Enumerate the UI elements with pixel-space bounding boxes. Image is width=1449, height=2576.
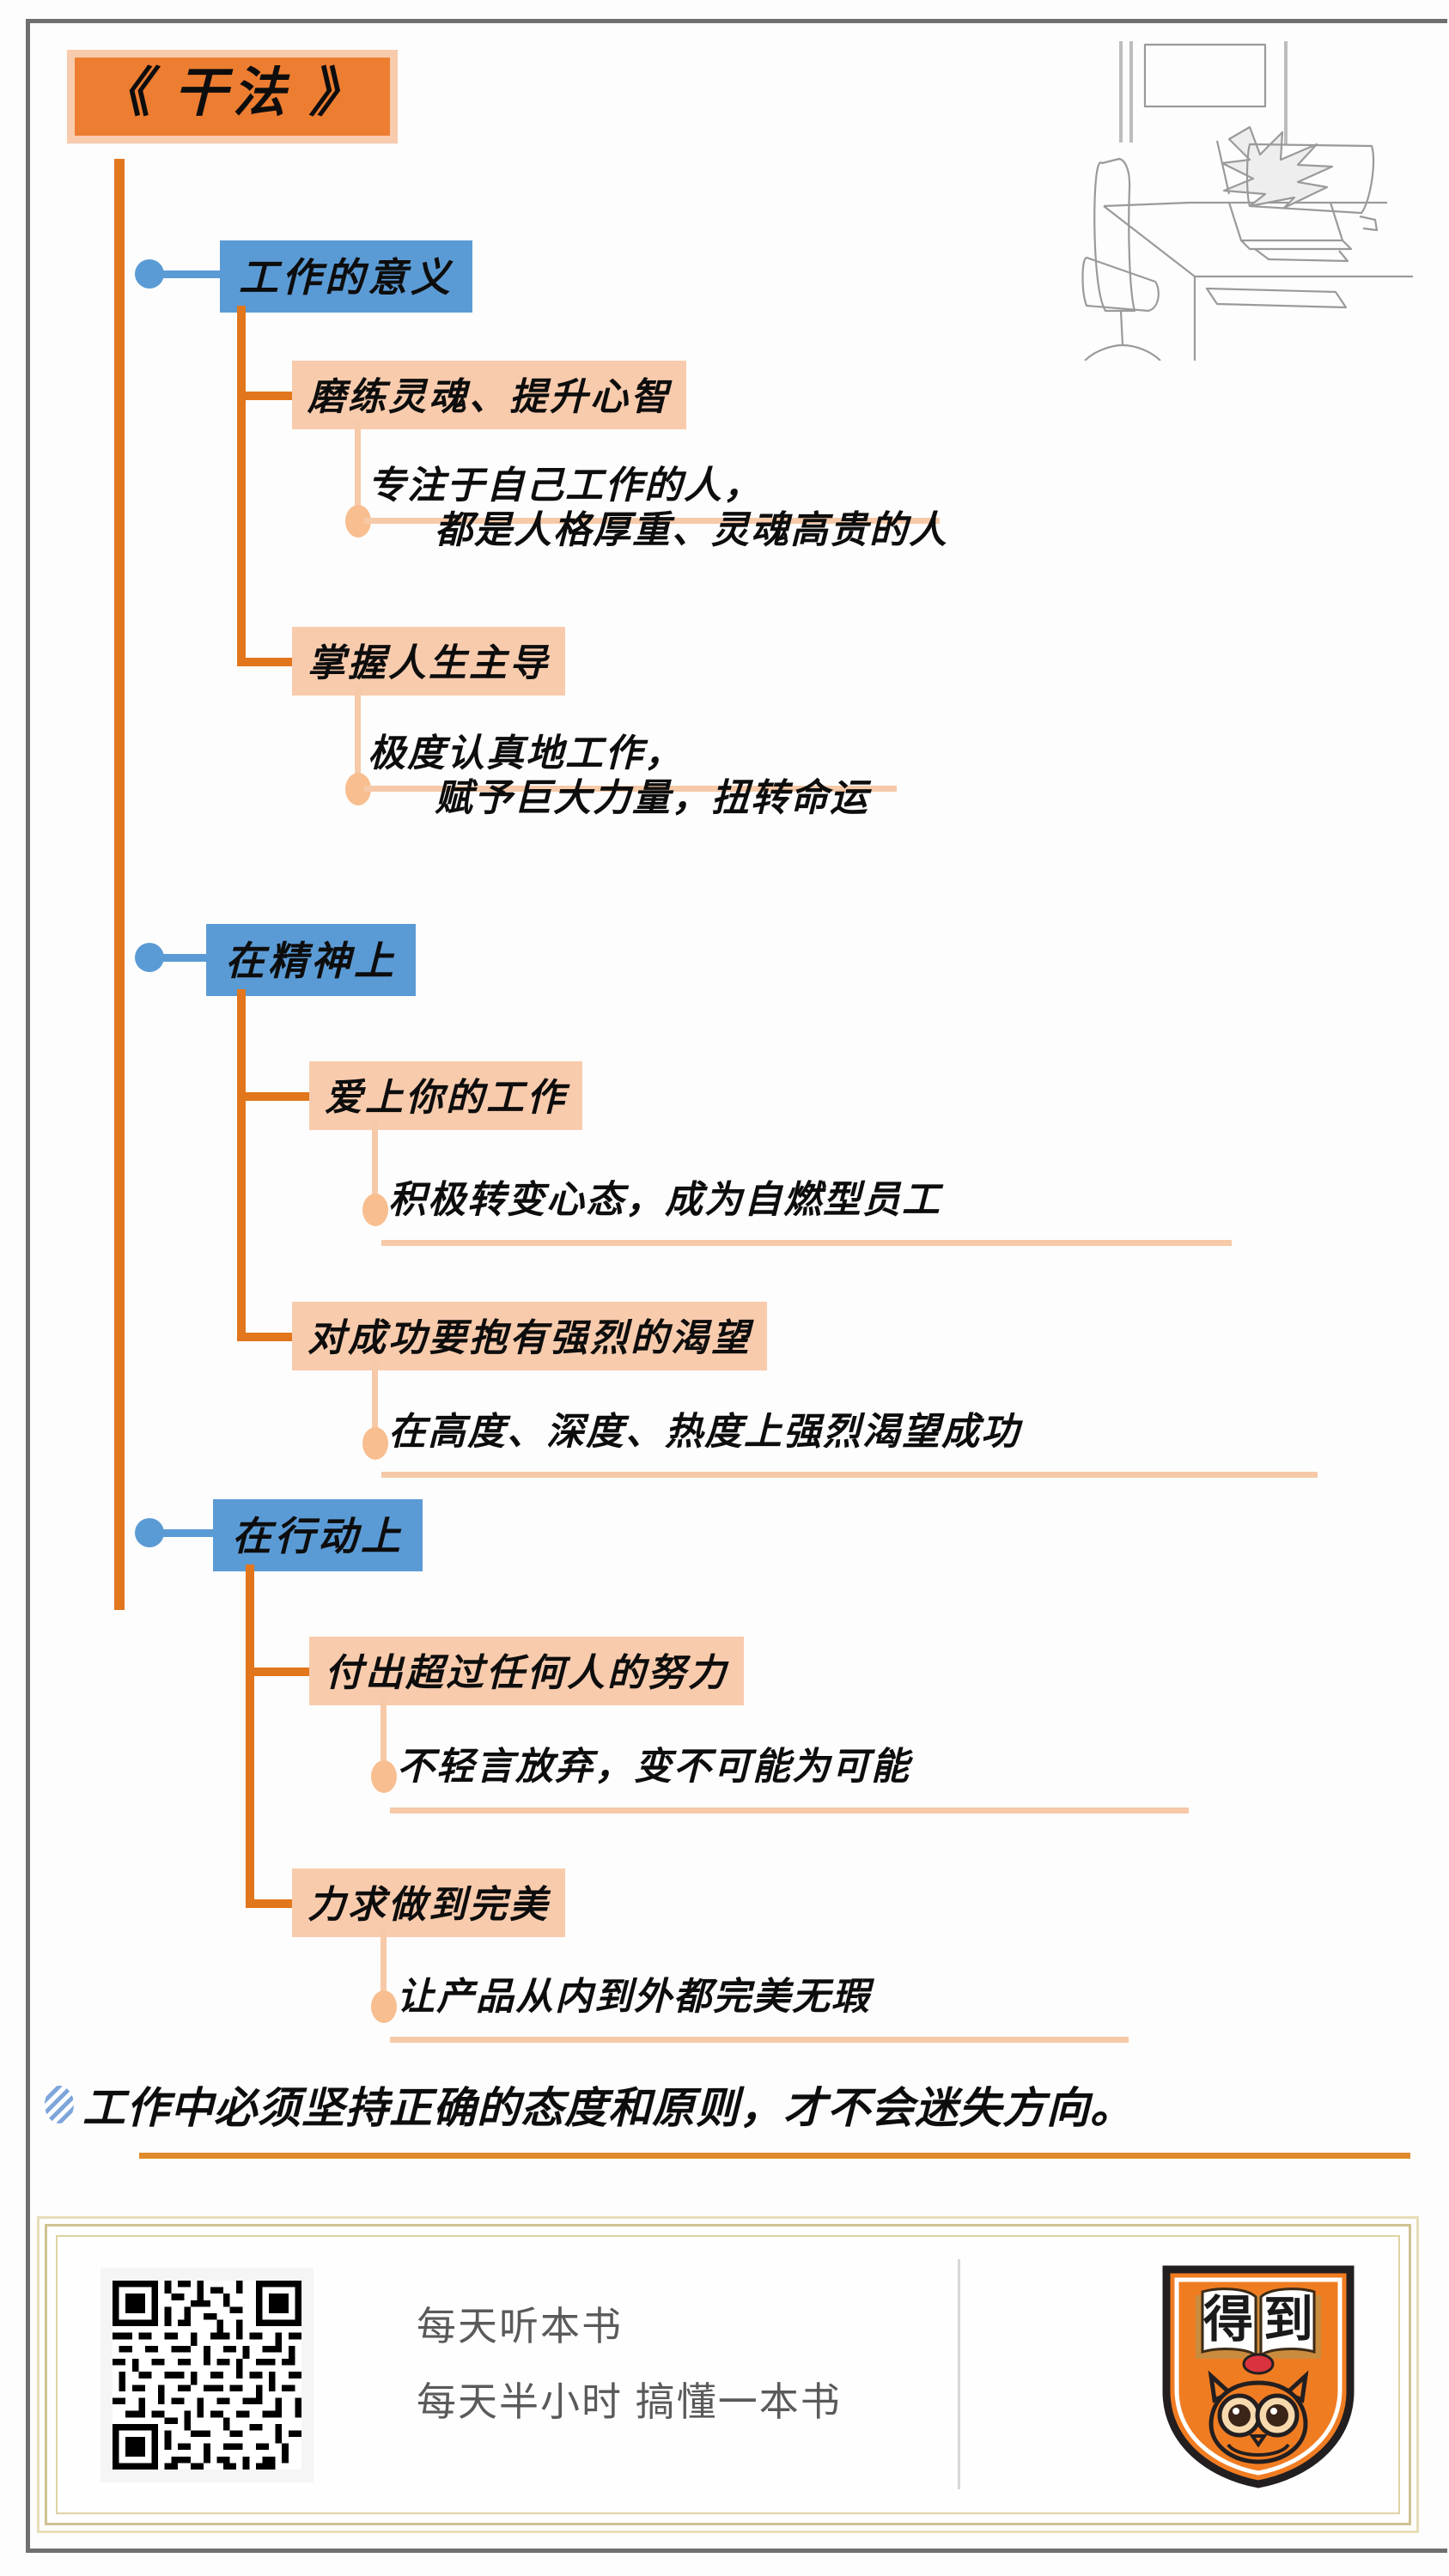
branch-stem-3 [160, 1529, 216, 1537]
detail-rule-b2-c2 [381, 1472, 1318, 1478]
detail-dot-b2-c2 [362, 1427, 388, 1460]
connector-b1-c2-h [237, 658, 297, 666]
branch-stem-2 [160, 954, 211, 962]
detail-rule-b3-c1 [390, 1807, 1189, 1814]
branch-node-1[interactable]: 工作的意义 [220, 240, 472, 313]
detail-b3-c1: 不轻言放弃，变不可能为可能 [397, 1745, 910, 1789]
subnode-b1-c1[interactable]: 磨练灵魂、提升心智 [292, 361, 686, 429]
connector-b3-c1-h [246, 1668, 314, 1676]
detail-line-2: 都是人格厚重、灵魂高贵的人 [435, 508, 948, 551]
dedao-brand-logo: 得 到 [1151, 2263, 1366, 2490]
connector-b1-c2-v [237, 392, 246, 666]
root-node[interactable]: 《 干法 》 [67, 50, 399, 144]
footer-card: 每天听本书 每天半小时 搞懂一本书 得 到 [37, 2216, 1419, 2533]
frame-border-top [26, 19, 1447, 23]
detail-rule-b1-c2 [364, 786, 897, 792]
subnode-label-b1-c1: 磨练灵魂、提升心智 [307, 376, 671, 418]
footer-line-2: 每天半小时 搞懂一本书 [417, 2371, 842, 2427]
detail-stem-b3-c2 [381, 1929, 387, 2011]
connector-b3-c1-v [246, 1564, 254, 1676]
detail-b2-c2: 在高度、深度、热度上强烈渴望成功 [388, 1410, 1020, 1455]
footer-divider [958, 2259, 960, 2489]
subnode-b1-c2[interactable]: 掌握人生主导 [292, 627, 565, 696]
main-spine [114, 159, 125, 1610]
footer-line-1: 每天听本书 [417, 2295, 623, 2352]
detail-line-1: 积极转变心态，成为自燃型员工 [388, 1179, 941, 1221]
branch-label-2: 在精神上 [225, 939, 397, 983]
connector-b1-c1-h [237, 392, 297, 400]
detail-b1-c2: 极度认真地工作， 赋予巨大力量，扭转命运 [368, 732, 869, 821]
detail-dot-b2-c1 [362, 1194, 388, 1226]
summary-underline [139, 2153, 1410, 2159]
footer-text-2: 每天半小时 搞懂一本书 [417, 2379, 842, 2424]
summary-bullet-icon [45, 2086, 74, 2123]
detail-line-2: 赋予巨大力量，扭转命运 [435, 776, 869, 819]
summary-text: 工作中必须坚持正确的态度和原则，才不会迷失方向。 [82, 2084, 1134, 2132]
detail-b3-c2: 让产品从内到外都完美无瑕 [397, 1975, 871, 2020]
connector-b2-c1-h [237, 1092, 314, 1101]
connector-b1-c1-v [237, 306, 246, 400]
footer-card-inner-border [56, 2235, 1400, 2514]
detail-stem-b2-c2 [372, 1362, 378, 1444]
subnode-label-b3-c1: 付出超过任何人的努力 [325, 1652, 728, 1694]
subnode-b2-c1[interactable]: 爱上你的工作 [309, 1061, 582, 1130]
detail-rule-b2-c1 [381, 1240, 1232, 1246]
detail-dot-b3-c2 [371, 1990, 397, 2023]
branch-label-1: 工作的意义 [239, 256, 454, 300]
subnode-label-b2-c1: 爱上你的工作 [325, 1077, 567, 1119]
connector-b2-c2-v [237, 1092, 246, 1341]
branch-knob-3 [135, 1518, 164, 1547]
footer-text-1: 每天听本书 [417, 2304, 623, 2348]
detail-line-1: 在高度、深度、热度上强烈渴望成功 [388, 1411, 1020, 1453]
connector-b3-c2-h [246, 1899, 314, 1908]
subnode-label-b3-c2: 力求做到完美 [307, 1884, 550, 1926]
detail-b1-c1: 专注于自己工作的人， 都是人格厚重、灵魂高贵的人 [368, 464, 948, 553]
office-desk-illustration [992, 34, 1413, 361]
detail-stem-b3-c1 [381, 1697, 387, 1779]
detail-line-1: 专注于自己工作的人， [368, 465, 763, 507]
branch-node-3[interactable]: 在行动上 [213, 1499, 423, 1571]
detail-stem-b1-c1 [355, 421, 361, 515]
detail-dot-b3-c1 [371, 1760, 397, 1793]
subnode-label-b2-c2: 对成功要抱有强烈的渴望 [307, 1317, 752, 1359]
subnode-b2-c2[interactable]: 对成功要抱有强烈的渴望 [292, 1302, 767, 1370]
frame-border-bottom [26, 2549, 1447, 2553]
connector-b2-c1-v [237, 989, 246, 1101]
svg-text:到: 到 [1263, 2292, 1313, 2348]
detail-rule-b3-c2 [390, 2037, 1129, 2043]
detail-stem-b1-c2 [355, 687, 361, 781]
detail-line-1: 极度认真地工作， [368, 732, 684, 775]
qr-code[interactable] [100, 2268, 314, 2482]
subnode-b3-c2[interactable]: 力求做到完美 [292, 1868, 565, 1937]
subnode-label-b1-c2: 掌握人生主导 [307, 642, 550, 684]
branch-knob-2 [135, 943, 164, 972]
subnode-b3-c1[interactable]: 付出超过任何人的努力 [309, 1637, 744, 1705]
branch-node-2[interactable]: 在精神上 [206, 924, 416, 996]
detail-line-1: 不轻言放弃，变不可能为可能 [397, 1746, 910, 1788]
detail-stem-b2-c1 [372, 1121, 378, 1207]
summary-line: 工作中必须坚持正确的态度和原则，才不会迷失方向。 [45, 2074, 1419, 2159]
root-title: 《 干法 》 [97, 64, 368, 123]
connector-b2-c2-h [237, 1333, 314, 1341]
connector-b3-c2-v [246, 1668, 254, 1908]
branch-stem-1 [160, 270, 222, 278]
detail-b2-c1: 积极转变心态，成为自燃型员工 [388, 1178, 941, 1223]
detail-rule-b1-c1 [364, 518, 940, 524]
detail-line-1: 让产品从内到外都完美无瑕 [397, 1976, 871, 2018]
frame-border-left [26, 19, 30, 2552]
svg-text:得: 得 [1203, 2292, 1253, 2348]
branch-knob-1 [135, 259, 164, 289]
branch-label-3: 在行动上 [232, 1515, 404, 1558]
